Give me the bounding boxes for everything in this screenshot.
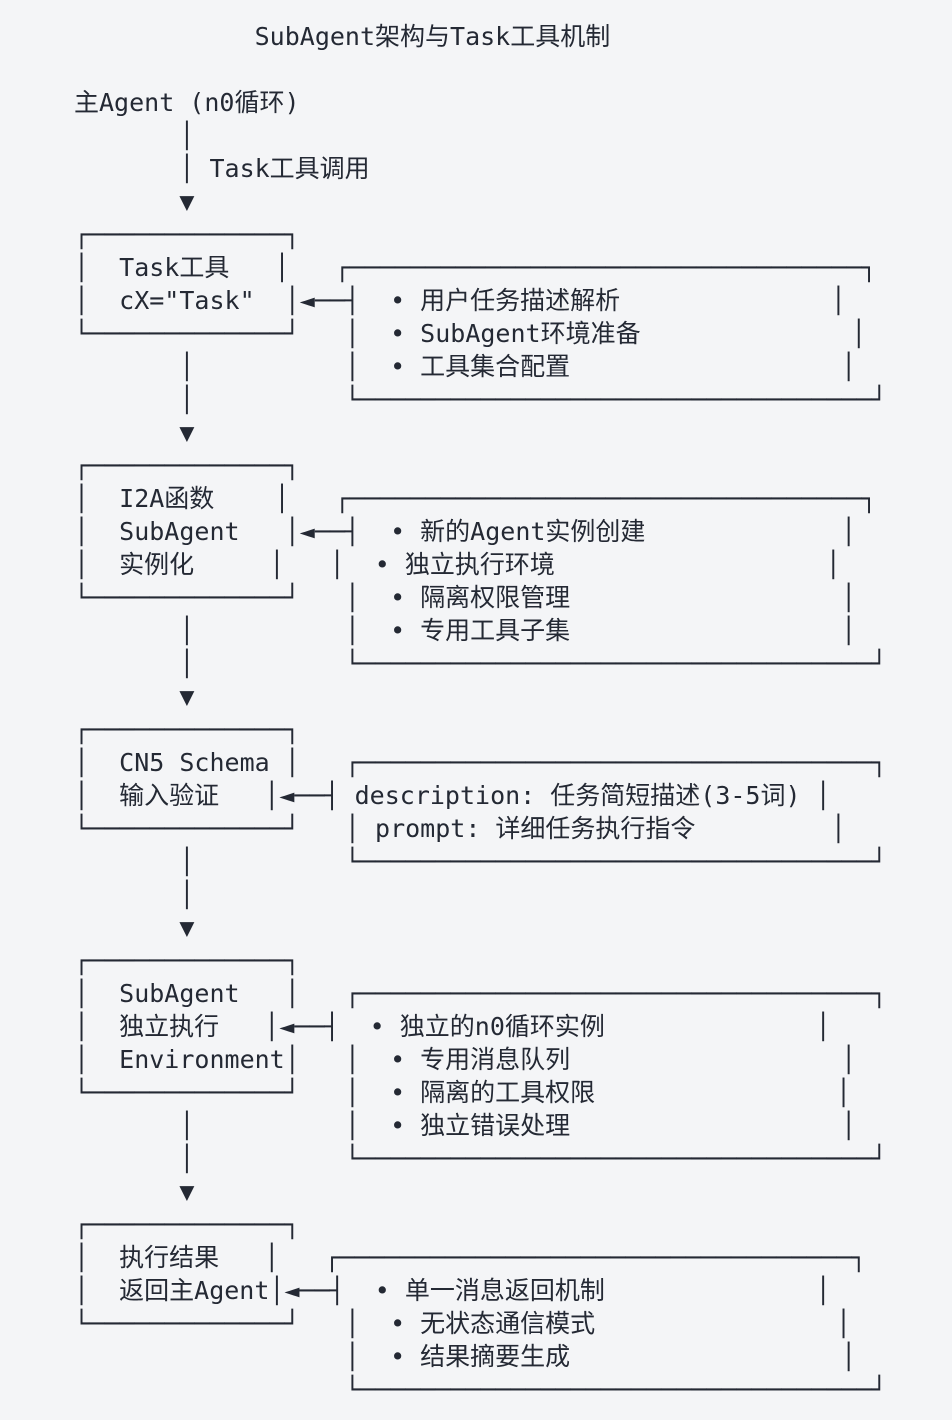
flow-step-subagent-execution: ┌─────────────┐ │ SubAgent │ ┌──────────…	[74, 946, 887, 1206]
flow-step-cn5-schema-validation: ┌─────────────┐ │ CN5 Schema │ ┌────────…	[74, 715, 887, 942]
flow-step-result-return: ┌─────────────┐ │ 执行结果 │ ┌──────────────…	[74, 1210, 887, 1404]
diagram-header: SubAgent架构与Task工具机制 主Agent (n0循环) │ │ Ta…	[74, 22, 611, 216]
flow-step-i2a-instantiation: ┌─────────────┐ │ I2A函数 │ ┌─────────────…	[74, 451, 887, 711]
flow-step-task-tool: ┌─────────────┐ │ Task工具 │ ┌────────────…	[74, 220, 887, 447]
